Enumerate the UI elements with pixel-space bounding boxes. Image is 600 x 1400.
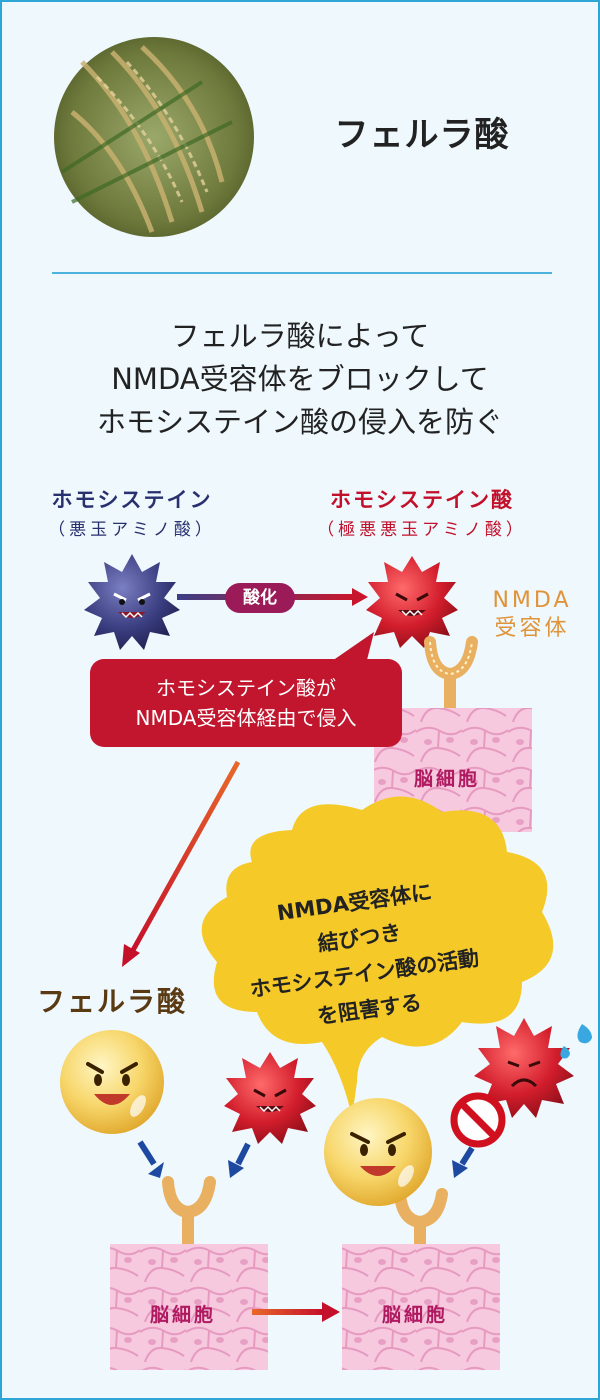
prohibited-icon: [450, 1092, 506, 1148]
callout-box: ホモシステイン酸が NMDA受容体経由で侵入: [90, 659, 402, 747]
page-title: フェルラ酸: [334, 115, 510, 155]
headline-line-1: フェルラ酸によって: [170, 319, 430, 353]
homocysteic-acid-mid: [224, 1052, 316, 1144]
sweat-drop-icon-2: [560, 1046, 570, 1059]
brain-cell-label-bottom-right: 脳細胞: [382, 1304, 449, 1326]
blue-arrow-right: [452, 1146, 475, 1178]
receptor-bottom-right: [394, 1188, 448, 1250]
callout-line-1: ホモシステイン酸が: [156, 676, 336, 700]
blue-arrow-left-2: [228, 1142, 251, 1178]
ferulic-acid-label: フェルラ酸: [37, 985, 188, 1018]
homocysteic-acid-blocked: [474, 1018, 574, 1118]
nmda-label-line-2: 受容体: [494, 616, 570, 641]
divider: [52, 272, 552, 274]
homocysteic-acid-label: ホモシステイン酸: [330, 488, 514, 512]
oxidation-badge: 酸化: [225, 583, 295, 613]
ferulic-acid-face-left: [60, 1030, 164, 1134]
homocysteic-acid-sublabel: （極悪悪玉アミノ酸）: [317, 520, 527, 540]
homocysteic-acid-character: [366, 556, 458, 648]
sweat-drop-icon: [577, 1024, 592, 1044]
bottom-arrow: [252, 1302, 340, 1322]
callout-line-2: NMDA受容体経由で侵入: [135, 706, 357, 730]
blue-arrow-left-1: [137, 1140, 164, 1178]
homocysteine-character: [84, 554, 180, 650]
brain-cell-bottom-right: [342, 1244, 500, 1370]
brain-cell-label-top: 脳細胞: [414, 768, 481, 790]
homocysteine-label: ホモシステイン: [51, 488, 213, 512]
brain-cell-bottom-left: [110, 1244, 268, 1370]
rice-photo: [54, 37, 254, 237]
headline-line-3: ホモシステイン酸の侵入を防ぐ: [96, 405, 503, 439]
brain-cell-label-bottom-left: 脳細胞: [150, 1304, 217, 1326]
receptor-top: [424, 636, 478, 714]
nmda-label-line-1: NMDA: [492, 588, 572, 613]
homocysteine-sublabel: （悪玉アミノ酸）: [48, 520, 216, 540]
headline: フェルラ酸によって NMDA受容体をブロックして ホモシステイン酸の侵入を防ぐ: [2, 315, 598, 444]
diagonal-arrow: [122, 760, 241, 967]
ferulic-acid-face-right: [324, 1098, 432, 1206]
nmda-receptor-label: NMDA 受容体: [472, 587, 592, 643]
receptor-bottom-left: [162, 1176, 216, 1250]
speech-cloud: [201, 796, 554, 1117]
headline-line-2: NMDA受容体をブロックして: [111, 362, 489, 396]
